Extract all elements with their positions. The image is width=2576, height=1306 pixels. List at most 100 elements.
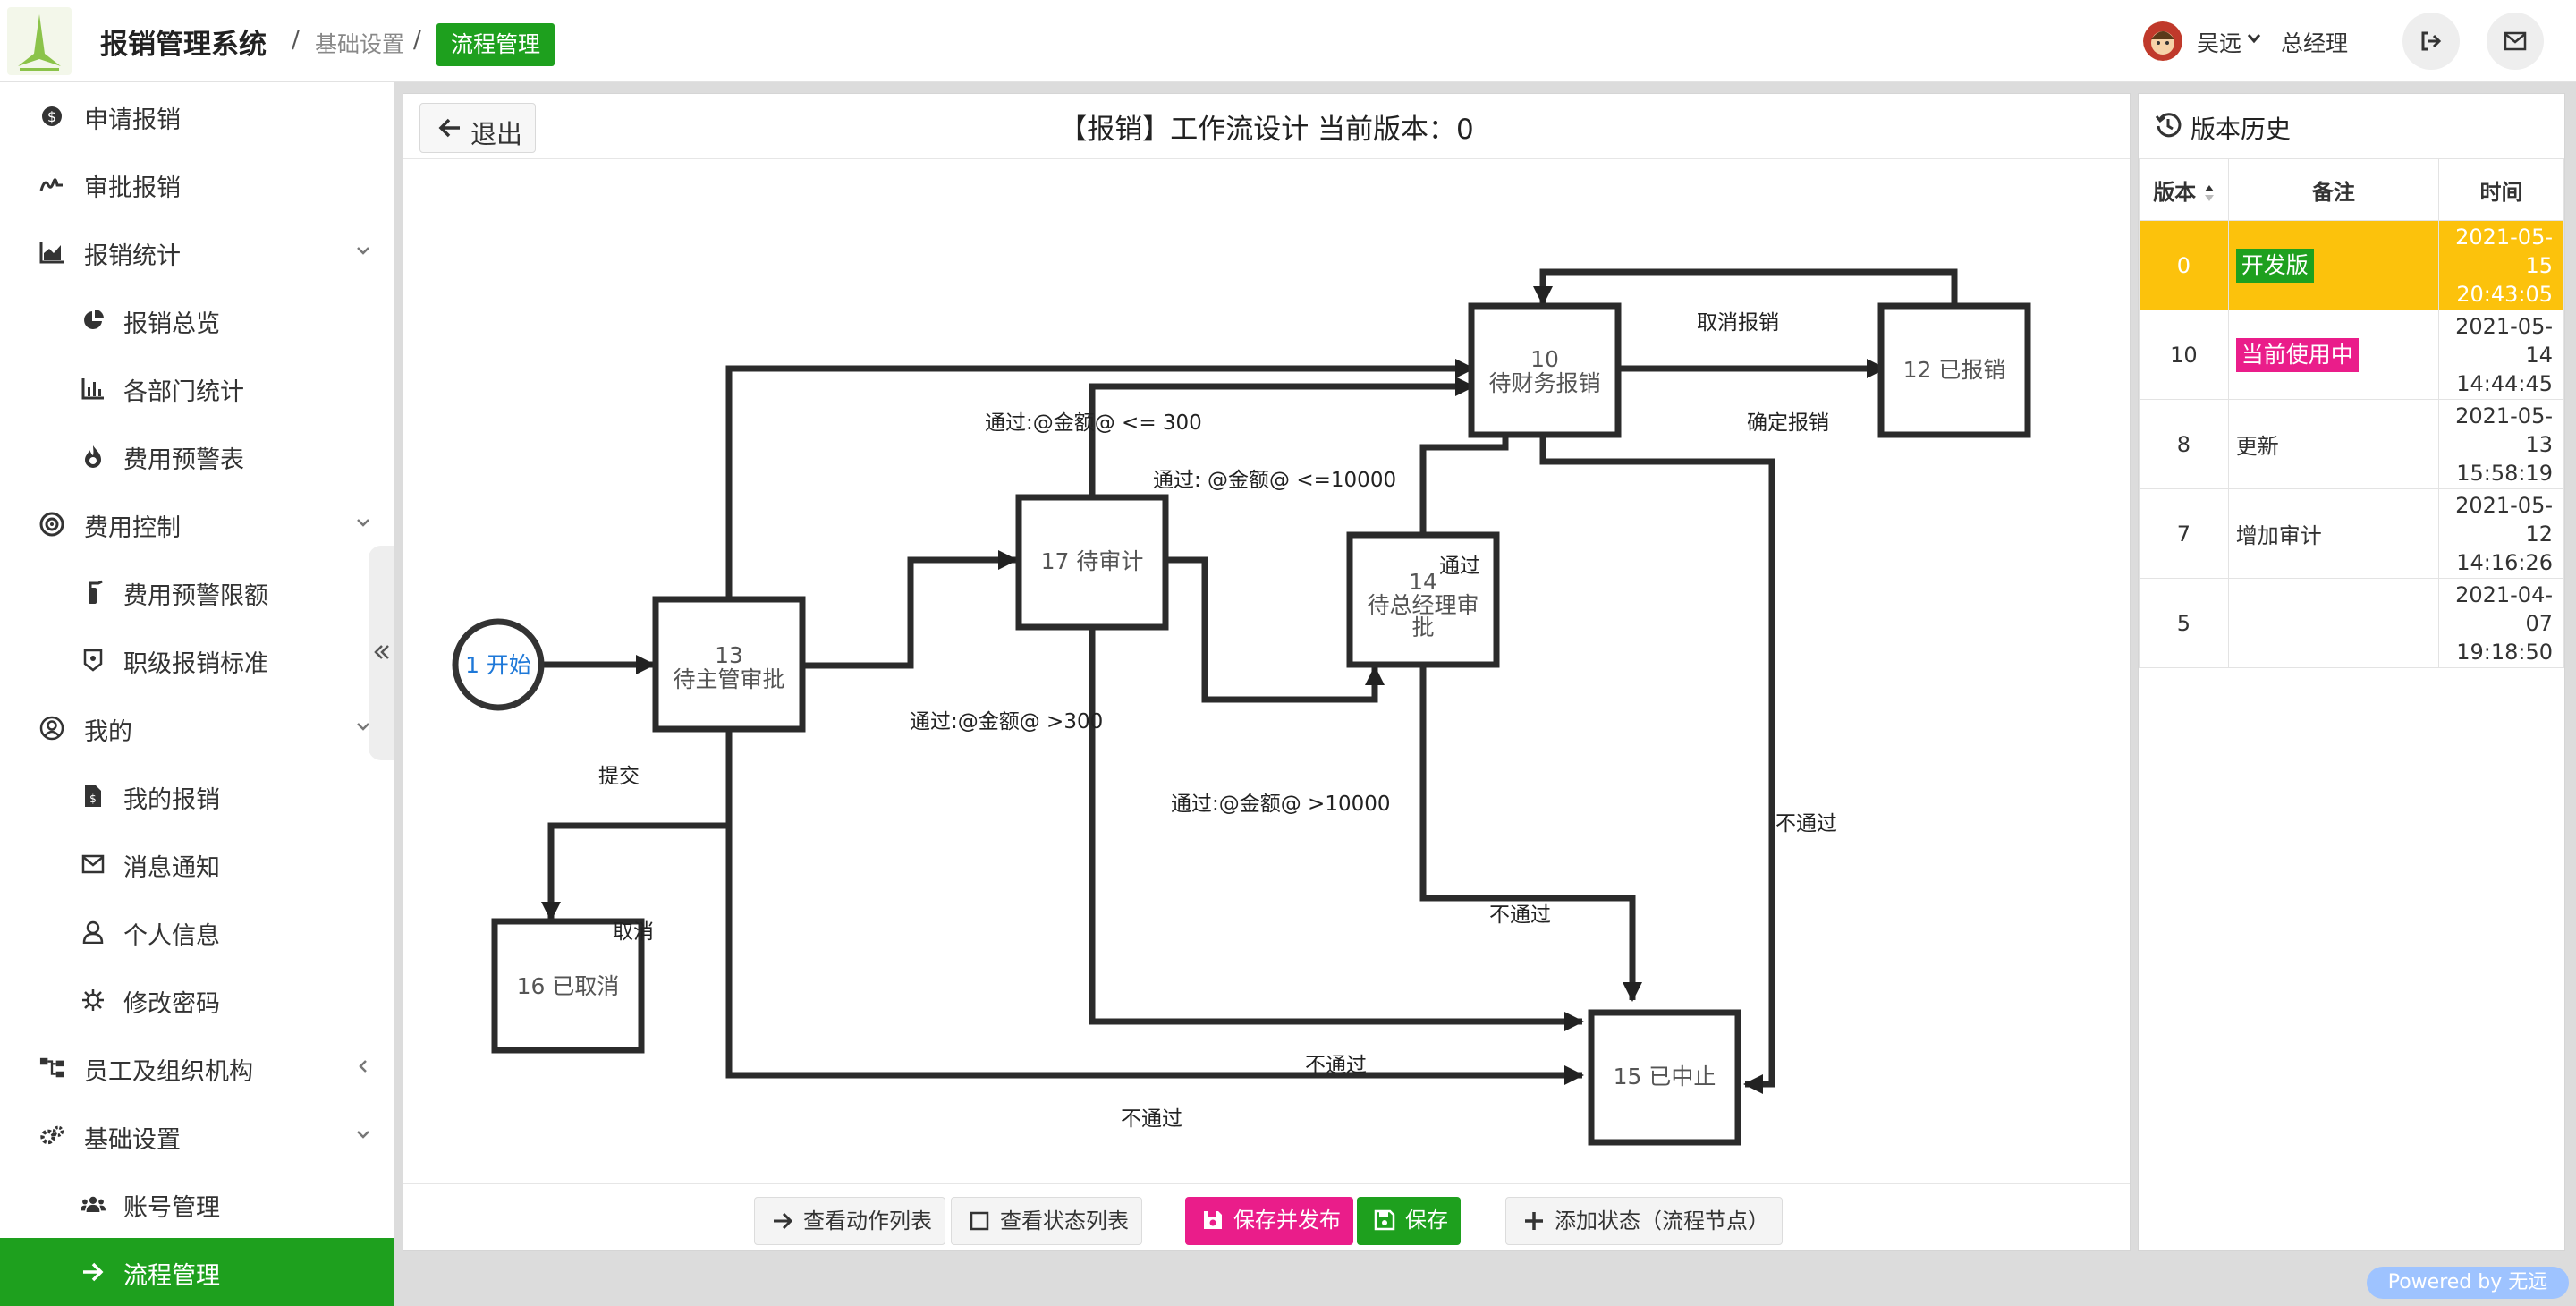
add-state-button[interactable]: 添加状态（流程节点） [1505,1197,1783,1245]
sidebar-item-label: 职级报销标准 [123,650,268,678]
workflow-canvas[interactable]: 1 开始 13 待主管审批 16 已取消 17 待审计 14 待总经理审 批 [403,159,2130,1184]
workflow-node-gm-approval[interactable]: 14 待总经理审 批 [1346,531,1500,668]
node-label: 17 待审计 [1041,548,1144,574]
envelope-icon [80,852,106,877]
fire-extinguisher-icon [80,580,106,605]
logout-button[interactable] [2402,13,2460,70]
edge-pass-le300[interactable] [725,359,1475,599]
sidebar-item-label: 个人信息 [123,922,220,950]
workflow-node-cancelled[interactable]: 16 已取消 [491,918,645,1054]
sidebar-item-account-management[interactable]: 账号管理 [0,1170,394,1238]
users-icon [80,1192,106,1217]
sidebar-item-statistics[interactable]: 报销统计 [0,218,394,286]
sidebar-item-label: 我的报销 [123,786,220,814]
workflow-node-audit[interactable]: 17 待审计 [1015,494,1169,631]
page-title: 【报销】工作流设计 当前版本：0 [1059,114,1474,146]
sidebar-item-overview[interactable]: 报销总览 [0,286,394,354]
sidebar-item-approve-reimbursement[interactable]: 审批报销 [0,150,394,218]
node-label: 13 [715,642,743,668]
envelope-icon [2504,31,2527,51]
sidebar-item-expense-warning[interactable]: 费用预警表 [0,422,394,490]
version-cell: 5 [2139,578,2229,668]
date-text: 2021-04-07 [2455,581,2553,636]
edge-reject-14[interactable] [1419,667,1642,1002]
app-logo[interactable] [7,7,72,75]
workflow-node-finance-reimbursement[interactable]: 10 待财务报销 [1468,302,1622,438]
edge-pass-le10000[interactable] [1089,377,1475,497]
chevron-down-icon [357,1131,369,1139]
powered-by-badge[interactable]: Powered by 无远 [2367,1267,2569,1299]
edge-reject-17[interactable] [1089,627,1584,1031]
sidebar-item-rank-standard[interactable]: 职级报销标准 [0,626,394,694]
view-states-button[interactable]: 查看状态列表 [951,1197,1142,1245]
sidebar-item-workflow-management[interactable]: 流程管理 [0,1238,394,1306]
top-header: 报销管理系统 / 基础设置 / 流程管理 吴远 总经理 [0,0,2576,82]
save-button[interactable]: 保存 [1357,1197,1461,1245]
edge-label: 通过: @金额@ <=10000 [1153,469,1396,492]
workflow-node-start[interactable]: 1 开始 [452,618,545,711]
sidebar-item-basic-settings[interactable]: 基础设置 [0,1102,394,1170]
plus-icon [1525,1212,1543,1230]
edge-cancel-reimbursement[interactable] [1533,268,1958,306]
edge-pass-gt300[interactable] [802,550,1018,669]
user-name-dropdown[interactable]: 吴远 [2197,30,2242,56]
sidebar-item-staff-organization[interactable]: 员工及组织机构 [0,1034,394,1102]
node-label: 1 开始 [465,652,531,678]
sidebar-item-expense-control[interactable]: 费用控制 [0,490,394,558]
workflow-node-supervisor-approval[interactable]: 13 待主管审批 [652,596,806,733]
exit-label: 退出 [470,119,523,149]
sidebar-item-label: 审批报销 [84,174,181,202]
sidebar-item-change-password[interactable]: 修改密码 [0,966,394,1034]
sidebar-item-mine[interactable]: 我的 [0,694,394,762]
date-text: 2021-05-12 [2455,492,2553,547]
sidebar-item-notifications[interactable]: 消息通知 [0,830,394,898]
save-and-publish-button[interactable]: 保存并发布 [1185,1197,1353,1245]
chevron-down-icon[interactable] [2247,32,2261,45]
sidebar-collapse-toggle[interactable] [369,546,394,760]
area-chart-icon [39,240,64,265]
button-label: 保存并发布 [1233,1208,1341,1233]
edge-cancel[interactable] [541,729,733,921]
sidebar-item-department-stats[interactable]: 各部门统计 [0,354,394,422]
edge-label: 通过 [1439,555,1480,578]
exit-button[interactable]: 退出 [419,103,536,153]
badge-icon [80,648,106,673]
breadcrumb-separator: / [292,27,300,54]
view-actions-button[interactable]: 查看动作列表 [754,1197,945,1245]
arrow-left-icon [438,118,460,138]
svg-text:$: $ [89,793,97,805]
edge-label: 取消报销 [1697,311,1779,335]
pie-chart-icon [80,308,106,333]
sidebar-item-my-reimbursement[interactable]: $ 我的报销 [0,762,394,830]
workflow-node-terminated[interactable]: 15 已中止 [1588,1009,1741,1146]
avatar[interactable] [2143,21,2182,61]
edge-label: 通过:@金额@ >300 [910,710,1103,734]
edge-label: 通过:@金额@ <= 300 [985,411,1202,435]
messages-button[interactable] [2487,13,2544,70]
history-icon [2155,113,2182,138]
note-cell: 更新 [2227,399,2440,489]
version-cell: 10 [2139,310,2229,400]
node-label: 15 已中止 [1614,1064,1716,1090]
breadcrumb-item[interactable]: 基础设置 [315,31,405,57]
time-text: 19:18:50 [2456,639,2553,665]
sidebar-item-apply-reimbursement[interactable]: $ 申请报销 [0,82,394,150]
sidebar-item-warning-limit[interactable]: 费用预警限额 [0,558,394,626]
edge-label: 确定报销 [1747,411,1829,435]
column-header-version[interactable]: 版本 [2139,158,2229,221]
sidebar-item-label: 费用预警表 [123,446,244,474]
workflow-node-reimbursed[interactable]: 12 已报销 [1877,302,2031,438]
edge-reject-10[interactable] [1539,433,1775,1094]
sidebar-item-label: 员工及组织机构 [84,1058,253,1086]
sidebar-item-profile[interactable]: 个人信息 [0,898,394,966]
edge-reject-13[interactable] [725,729,1584,1085]
date-text: 2021-05-14 [2455,313,2553,368]
sidebar-item-label: 消息通知 [123,854,220,882]
table-row[interactable]: 5 2021-04-07 19:18:50 [2139,578,2564,668]
edge-pass-gt10000[interactable] [1168,556,1385,703]
